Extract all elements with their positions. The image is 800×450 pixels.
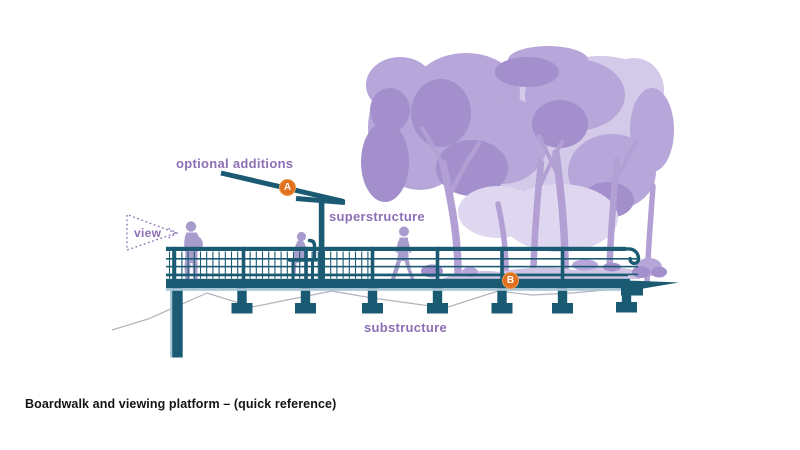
handrail-hook	[620, 247, 641, 266]
tree-silhouettes	[361, 46, 674, 288]
top-rail	[166, 246, 626, 251]
figure-caption: Boardwalk and viewing platform – (quick …	[25, 397, 337, 411]
boardwalk-diagram	[111, 46, 679, 358]
deck	[166, 274, 679, 296]
bench	[288, 238, 318, 279]
ground-line	[111, 287, 623, 331]
tree-canopy	[361, 46, 674, 252]
label-substructure: substructure	[364, 320, 448, 335]
label-view: view	[134, 226, 162, 240]
long-pile	[172, 284, 183, 358]
person-sitting	[288, 231, 307, 277]
marker-a-label: A	[283, 181, 292, 193]
label-superstructure: superstructure	[329, 209, 425, 224]
marker-b-label: B	[506, 274, 515, 286]
label-optional-additions: optional additions	[176, 156, 294, 171]
railing-posts	[172, 246, 565, 288]
railing	[166, 246, 641, 288]
shelter-post	[318, 197, 325, 279]
person-walking	[390, 226, 415, 282]
marker-b-badge: B	[502, 272, 519, 289]
marker-a-badge: A	[279, 179, 296, 196]
view-cone-icon	[126, 213, 179, 251]
